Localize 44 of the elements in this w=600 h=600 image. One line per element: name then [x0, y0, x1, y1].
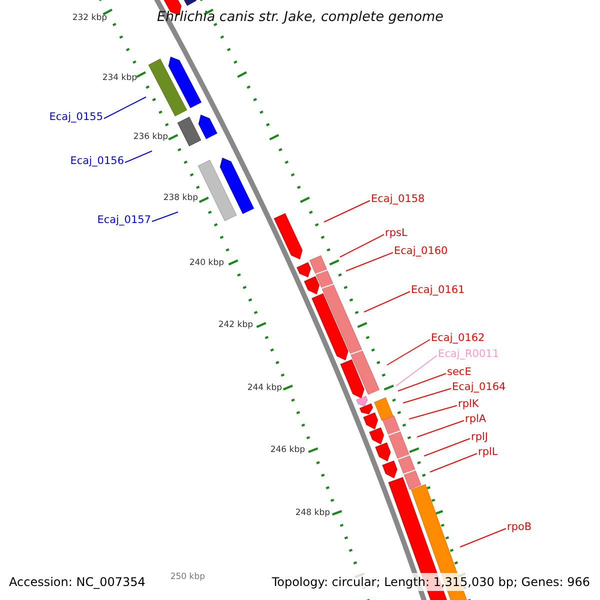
gene-label: Ecaj_0156 — [70, 155, 124, 168]
gene-label: Ecaj_0158 — [371, 193, 425, 206]
leader-line — [324, 200, 370, 222]
leader-line — [460, 528, 506, 548]
leader-line — [124, 150, 152, 163]
scale-label: 246 kbp — [270, 445, 305, 455]
gene-label: Ecaj_R0011 — [438, 348, 500, 361]
leader-line — [104, 96, 146, 119]
gene-label: secE — [447, 366, 472, 379]
scale-label: 238 kbp — [163, 193, 198, 203]
leader-line — [364, 291, 410, 312]
gene-label: rpsL — [385, 227, 408, 240]
gene-label: Ecaj_0161 — [411, 284, 465, 297]
leader-line — [424, 438, 470, 456]
scale-label: 242 kbp — [218, 320, 253, 330]
leader-line — [402, 388, 452, 404]
gene-label: rpoB — [507, 521, 532, 534]
leader-line — [408, 405, 458, 420]
scale-label: 250 kbp — [170, 572, 205, 582]
leader-line — [398, 373, 446, 392]
scale-label: 232 kbp — [72, 13, 107, 23]
gene-label: rplK — [458, 398, 479, 411]
gene-label: rplJ — [471, 431, 488, 444]
leader-line — [346, 252, 394, 272]
gene-label: Ecaj_0162 — [431, 332, 485, 345]
scale-label: 244 kbp — [247, 383, 282, 393]
leader-line — [416, 420, 464, 438]
leader-line — [152, 212, 178, 222]
scale-label: 234 kbp — [102, 73, 137, 83]
scale-label: 240 kbp — [189, 258, 224, 268]
gene-label: rplA — [465, 413, 486, 426]
leader-line — [386, 339, 430, 366]
map-title: Ehrlichia canis str. Jake, complete genome — [157, 9, 444, 25]
scale-label: 248 kbp — [295, 508, 330, 518]
gene-label: Ecaj_0160 — [394, 245, 448, 258]
accession-text: Accession: NC_007354 — [9, 575, 146, 589]
gene-label: rplL — [478, 446, 498, 459]
gene-label: Ecaj_0157 — [97, 214, 151, 227]
leader-line — [396, 355, 438, 386]
leader-line — [340, 234, 384, 258]
scale-label: 236 kbp — [133, 132, 168, 142]
gene-label: Ecaj_0155 — [49, 111, 103, 124]
leader-line — [430, 453, 478, 472]
gene-label: Ecaj_0164 — [452, 381, 506, 394]
